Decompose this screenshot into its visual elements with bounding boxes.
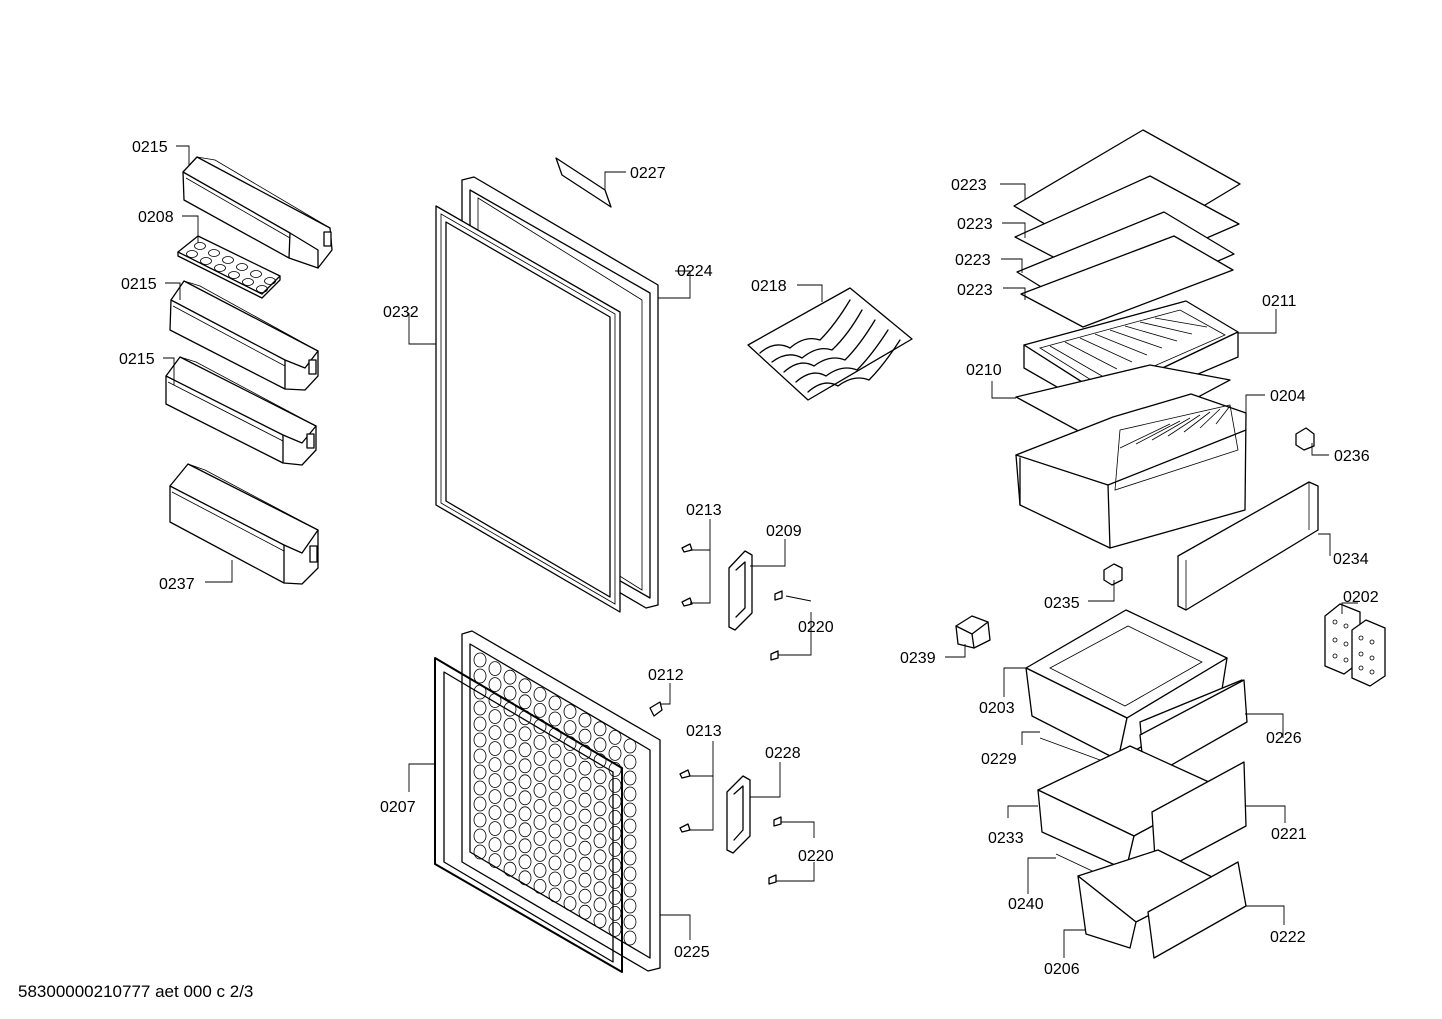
callout-labels: 0215 0208 0215 0215 0237 0227 0224 0232 …: [119, 139, 1379, 978]
callout-0232: 0232: [383, 304, 419, 321]
callout-0222: 0222: [1270, 929, 1306, 946]
callout-0213-lower: 0213: [686, 723, 722, 740]
callout-0236: 0236: [1334, 448, 1370, 465]
document-code: 58300000210777 aet 000 c 2/3: [18, 982, 254, 1001]
divider-0210: [1015, 364, 1231, 447]
callout-0225: 0225: [674, 944, 710, 961]
clip-0235: [1103, 563, 1123, 586]
callout-0212: 0212: [648, 667, 684, 684]
callout-0235: 0235: [1044, 595, 1080, 612]
callout-0203: 0203: [979, 700, 1015, 717]
callout-0210: 0210: [966, 362, 1002, 379]
callout-0207: 0207: [380, 799, 416, 816]
callout-0223-1: 0223: [951, 177, 987, 194]
freezer-door-0225: [461, 630, 661, 972]
callout-0223-2: 0223: [957, 216, 993, 233]
leader-lines: [163, 145, 1358, 958]
callout-0211: 0211: [1262, 293, 1297, 310]
door-shelf-0215-middle: [169, 280, 319, 391]
ice-packs-0202: [1324, 603, 1386, 687]
callout-0228: 0228: [765, 745, 801, 762]
callout-0218: 0218: [751, 278, 787, 295]
callout-0213-upper: 0213: [686, 502, 722, 519]
callout-0229: 0229: [981, 751, 1017, 768]
freezer-gasket-0207: [434, 657, 623, 973]
callout-0220-lower: 0220: [798, 848, 834, 865]
callout-0240: 0240: [1008, 896, 1044, 913]
screws-0213-upper: [681, 543, 693, 607]
callout-0202: 0202: [1343, 589, 1379, 606]
door-shelf-0237-bottom: [169, 463, 319, 585]
bottle-rack-0218: [747, 287, 913, 401]
callout-0224: 0224: [677, 263, 713, 280]
callout-0227: 0227: [630, 165, 666, 182]
label-sticker-0227: [555, 157, 612, 208]
front-panel-0234: [1177, 481, 1319, 611]
callout-0209: 0209: [766, 523, 802, 540]
door-shelf-0215-top: [182, 156, 333, 269]
callout-0206: 0206: [1044, 961, 1080, 978]
screws-0213-lower: [679, 769, 691, 833]
callout-0223-4: 0223: [957, 282, 993, 299]
callout-0215-lower: 0215: [119, 351, 155, 368]
handle-0209: [728, 550, 753, 631]
callout-0239: 0239: [900, 650, 936, 667]
callout-0226: 0226: [1266, 730, 1302, 747]
callout-0208: 0208: [138, 209, 174, 226]
callout-0215-middle: 0215: [121, 276, 157, 293]
door-gasket-0232: [435, 205, 621, 613]
callout-0223-3: 0223: [955, 252, 991, 269]
callout-0234: 0234: [1333, 551, 1369, 568]
callout-0237: 0237: [159, 576, 195, 593]
egg-tray-0208: [177, 235, 281, 299]
glass-shelf-0223-4: [1020, 235, 1234, 328]
hinge-pin-0212: [649, 701, 663, 717]
caps-0220-lower: [768, 816, 782, 885]
callout-0221: 0221: [1271, 826, 1307, 843]
box-0239: [955, 615, 991, 649]
clip-0236: [1295, 427, 1315, 451]
crisper-drawer-0204: [1015, 393, 1247, 549]
callout-0204: 0204: [1270, 388, 1306, 405]
callout-0215-top: 0215: [132, 139, 168, 156]
door-shelf-0215-lower: [165, 356, 317, 466]
handle-0228: [726, 775, 751, 854]
caps-0220-upper: [770, 590, 783, 661]
callout-0220-upper: 0220: [798, 619, 834, 636]
callout-0233: 0233: [988, 830, 1024, 847]
